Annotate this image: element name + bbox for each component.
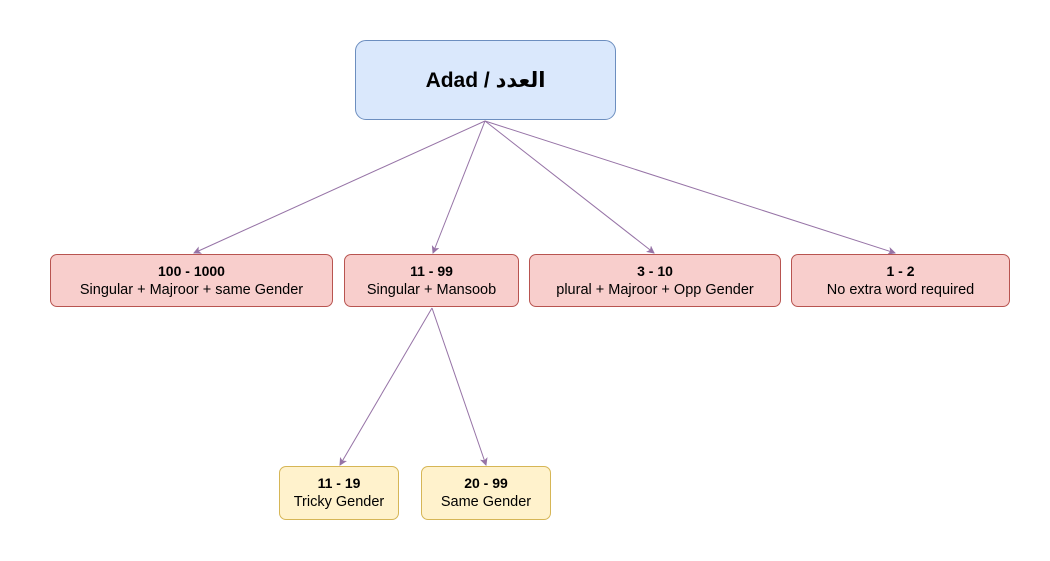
edge-root-to-100-1000 bbox=[193, 120, 486, 254]
node-rule-label: No extra word required bbox=[826, 281, 975, 298]
node-1-2: 1 - 2 No extra word required bbox=[791, 254, 1010, 307]
edge-root-to-11-99 bbox=[431, 120, 486, 254]
node-11-19: 11 - 19 Tricky Gender bbox=[279, 466, 399, 520]
node-20-99: 20 - 99 Same Gender bbox=[421, 466, 551, 520]
edge-11-99-to-11-19 bbox=[339, 307, 433, 466]
edge-root-to-3-10 bbox=[484, 120, 655, 254]
node-11-99: 11 - 99 Singular + Mansoob bbox=[344, 254, 519, 307]
edge-11-99-to-20-99 bbox=[431, 307, 488, 466]
node-rule-label: plural + Majroor + Opp Gender bbox=[556, 281, 754, 298]
node-3-10: 3 - 10 plural + Majroor + Opp Gender bbox=[529, 254, 781, 307]
root-node-title: Adad / العدد bbox=[425, 68, 546, 92]
node-rule-label: Singular + Majroor + same Gender bbox=[79, 281, 304, 298]
node-rule-label: Tricky Gender bbox=[293, 494, 385, 510]
node-100-1000: 100 - 1000 Singular + Majroor + same Gen… bbox=[50, 254, 333, 307]
node-range-label: 3 - 10 bbox=[637, 262, 673, 279]
node-range-label: 100 - 1000 bbox=[158, 262, 225, 279]
node-range-label: 11 - 19 bbox=[317, 475, 361, 491]
node-range-label: 1 - 2 bbox=[886, 262, 915, 279]
node-range-label: 11 - 99 bbox=[410, 262, 453, 279]
edge-root-to-1-2 bbox=[484, 120, 896, 255]
root-node-adad: Adad / العدد bbox=[355, 40, 616, 120]
node-rule-label: Singular + Mansoob bbox=[366, 281, 497, 298]
node-rule-label: Same Gender bbox=[440, 494, 532, 510]
node-range-label: 20 - 99 bbox=[464, 475, 508, 491]
